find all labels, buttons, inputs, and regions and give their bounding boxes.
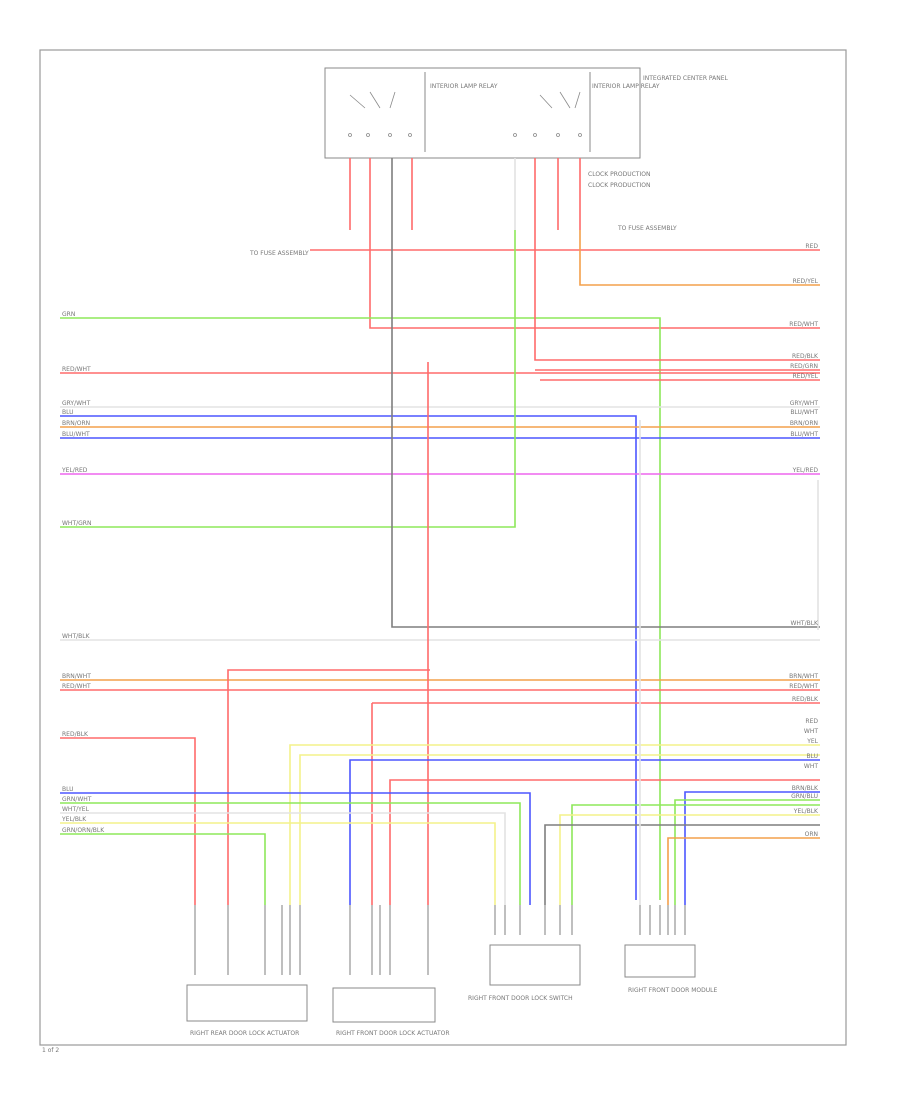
wire-grn-orn-blk bbox=[60, 833, 266, 905]
right-wire-label: RED bbox=[805, 718, 818, 725]
right-wire-label: RED/GRN bbox=[790, 363, 818, 370]
wire-red-wht bbox=[369, 230, 820, 329]
diagram-frame bbox=[39, 49, 847, 1046]
right-wire-label: RED/WHT bbox=[789, 321, 818, 328]
wire-orn bbox=[667, 837, 820, 905]
right-wire-label: BRN/BLK bbox=[792, 785, 819, 792]
module-note: INTEGRATED CENTER PANEL bbox=[643, 75, 729, 82]
left-wire-label: RED/WHT bbox=[62, 683, 91, 690]
component-box-1 bbox=[186, 984, 308, 1022]
left-wire-label: YEL/RED bbox=[61, 467, 88, 474]
ctrl-label-2: CLOCK PRODUCTION bbox=[588, 182, 650, 189]
component-label-4: RIGHT FRONT DOOR MODULE bbox=[628, 987, 717, 994]
right-wire-label: YEL/RED bbox=[792, 467, 819, 474]
wire-blu-4 bbox=[684, 791, 820, 905]
component-label-1: RIGHT REAR DOOR LOCK ACTUATOR bbox=[190, 1030, 299, 1037]
wire-red-yel bbox=[579, 230, 820, 286]
wire-red-3 bbox=[389, 779, 820, 905]
wire-red-to-c1 bbox=[227, 669, 430, 905]
left-labels-layer: GRN RED/WHT GRY/WHT BLU BRN/ORN BLU/WHT YEL/RE… bbox=[61, 311, 105, 834]
right-wire-label: WHT bbox=[804, 763, 818, 770]
component-label-3: RIGHT FRONT DOOR LOCK SWITCH bbox=[468, 995, 573, 1002]
left-wire-label: WHT/BLK bbox=[62, 633, 91, 640]
right-wire-label: WHT bbox=[804, 728, 818, 735]
wire-gray-2 bbox=[544, 824, 820, 905]
left-wire-label: WHT/GRN bbox=[62, 520, 91, 527]
wire-yel-3 bbox=[559, 814, 820, 905]
left-wire-label: GRY/WHT bbox=[62, 400, 91, 407]
right-wire-label: BLU/WHT bbox=[790, 431, 818, 438]
component-box-2 bbox=[332, 987, 436, 1023]
left-wire-label: RED/WHT bbox=[62, 366, 91, 373]
wire-grn bbox=[60, 317, 661, 900]
left-wire-label: BLU bbox=[62, 409, 74, 416]
right-wire-label: GRN/BLU bbox=[791, 793, 818, 800]
left-wire-label: BLU/WHT bbox=[62, 431, 90, 438]
relay-switch-2 bbox=[513, 91, 582, 137]
wire-yel-blk bbox=[60, 822, 496, 905]
wires-layer bbox=[60, 158, 820, 975]
wire-red-blk-2 bbox=[371, 702, 820, 905]
right-wire-label: BRN/WHT bbox=[789, 673, 818, 680]
left-wire-label: YEL/BLK bbox=[61, 816, 87, 823]
right-wire-label: RED/YEL bbox=[793, 373, 819, 380]
right-wire-label: WHT/BLK bbox=[790, 620, 819, 627]
callout-fuse-left: TO FUSE ASSEMBLY bbox=[249, 250, 309, 257]
component-box-4 bbox=[624, 944, 696, 978]
left-wire-label: BRN/ORN bbox=[62, 420, 90, 427]
relay-switch-1 bbox=[348, 91, 412, 137]
right-wire-label: RED/BLK bbox=[792, 696, 819, 703]
wire-grn-blu bbox=[674, 799, 820, 905]
right-wire-label: GRY/WHT bbox=[790, 400, 819, 407]
component-box-3 bbox=[489, 944, 581, 986]
wire-wht-yel bbox=[60, 812, 506, 905]
left-wire-label: GRN bbox=[62, 311, 75, 318]
right-wire-label: RED/WHT bbox=[789, 683, 818, 690]
right-wire-label: YEL bbox=[806, 738, 818, 745]
wire-blu-2 bbox=[349, 759, 820, 905]
right-wire-label: BLU bbox=[806, 753, 818, 760]
wire-red-c1 bbox=[60, 737, 196, 905]
right-wire-label: YEL/BLK bbox=[793, 808, 819, 815]
wire-grn-2 bbox=[571, 804, 820, 905]
right-labels-layer: RED RED/YEL RED/WHT RED/BLK RED/GRN RED/YEL GR… bbox=[789, 243, 819, 838]
right-wire-label: ORN bbox=[805, 831, 818, 838]
component-label-2: RIGHT FRONT DOOR LOCK ACTUATOR bbox=[336, 1030, 450, 1037]
wire-wht-grn bbox=[60, 230, 516, 528]
page-reference: 1 of 2 bbox=[42, 1047, 59, 1054]
left-wire-label: WHT/YEL bbox=[62, 806, 90, 813]
left-wire-label: RED/BLK bbox=[62, 731, 89, 738]
wire-grn-wht bbox=[60, 802, 521, 905]
right-wire-label: RED/BLK bbox=[792, 353, 819, 360]
wire-red-blk bbox=[534, 230, 820, 361]
wire-yel-2 bbox=[299, 754, 820, 905]
right-wire-label: RED/YEL bbox=[793, 278, 819, 285]
wire-blu bbox=[60, 415, 637, 900]
ctrl-label-1: CLOCK PRODUCTION bbox=[588, 171, 650, 178]
relay-1-label: INTERIOR LAMP RELAY bbox=[430, 83, 498, 90]
right-wire-label: RED bbox=[805, 243, 818, 250]
callout-fuse-right: TO FUSE ASSEMBLY bbox=[617, 225, 677, 232]
left-wire-label: GRN/ORN/BLK bbox=[62, 827, 105, 834]
relay-2-label: INTERIOR LAMP RELAY bbox=[592, 83, 660, 90]
right-wire-label: BRN/ORN bbox=[790, 420, 818, 427]
wire-wht-blk bbox=[391, 230, 820, 628]
right-wire-label: BLU/WHT bbox=[790, 409, 818, 416]
left-wire-label: BLU bbox=[62, 786, 74, 793]
wire-yel bbox=[289, 744, 820, 905]
left-wire-label: GRN/WHT bbox=[62, 796, 92, 803]
wire-blu-3 bbox=[60, 792, 531, 905]
left-wire-label: BRN/WHT bbox=[62, 673, 91, 680]
relay-module-box bbox=[324, 67, 641, 159]
